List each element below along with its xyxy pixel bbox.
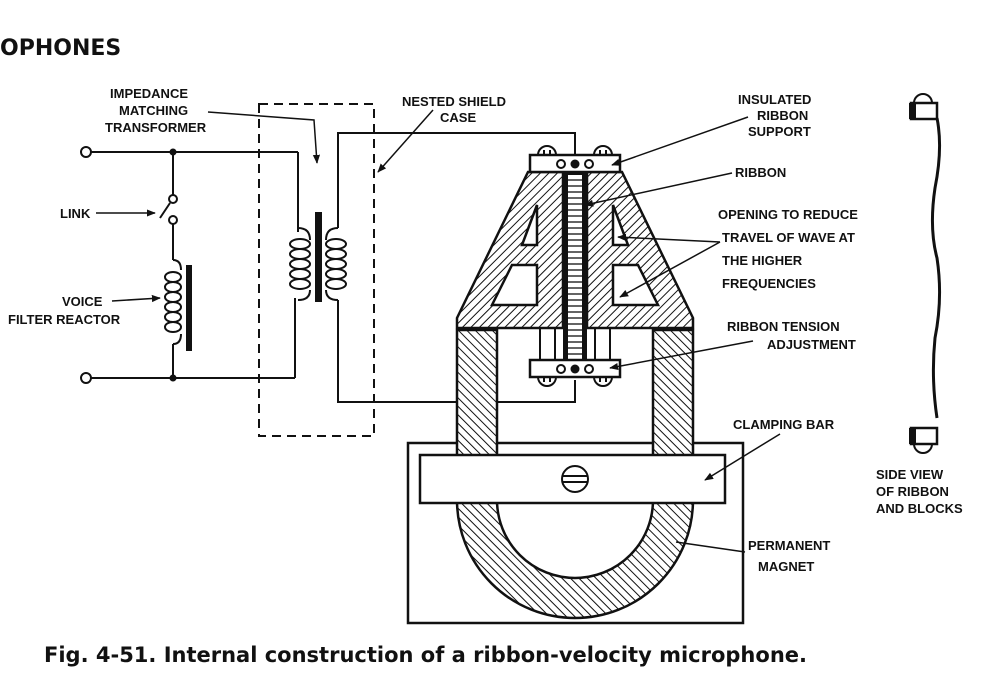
opening-label-4: FREQUENCIES bbox=[722, 276, 816, 291]
opening-label-1: OPENING TO REDUCE bbox=[718, 207, 858, 222]
clamp-screw bbox=[561, 465, 589, 493]
transformer-label-3: TRANSFORMER bbox=[105, 120, 207, 135]
voice-filter-label-2: FILTER REACTOR bbox=[8, 312, 121, 327]
clamping-bar-label: CLAMPING BAR bbox=[733, 417, 835, 432]
voice-filter-reactor-coil bbox=[164, 259, 192, 351]
side-view-ribbon bbox=[909, 93, 942, 454]
bottom-screw-right bbox=[593, 376, 613, 387]
opening-left-lower bbox=[489, 263, 539, 307]
bottom-screw-left bbox=[537, 376, 557, 387]
top-screw-left bbox=[537, 145, 557, 156]
figure-caption: Fig. 4-51. Internal construction of a ri… bbox=[44, 643, 807, 667]
side-view-label-1: SIDE VIEW bbox=[876, 467, 944, 482]
link-label: LINK bbox=[60, 206, 91, 221]
magnet-label-1: PERMANENT bbox=[748, 538, 830, 553]
insulated-support-label-1: INSULATED bbox=[738, 92, 811, 107]
shield-label-2: CASE bbox=[440, 110, 476, 125]
side-view-label-2: OF RIBBON bbox=[876, 484, 949, 499]
nested-shield-case bbox=[258, 103, 375, 437]
section-header: OPHONES bbox=[0, 36, 121, 61]
link-contact bbox=[168, 194, 178, 204]
clamping-bar bbox=[418, 453, 727, 505]
opening-label-2: TRAVEL OF WAVE AT bbox=[722, 230, 855, 245]
input-circuit: LINK VOICE FILTER REACTOR bbox=[8, 146, 299, 384]
tension-label-2: ADJUSTMENT bbox=[767, 337, 856, 352]
input-terminal-top bbox=[80, 146, 92, 158]
opening-label-3: THE HIGHER bbox=[722, 253, 803, 268]
transformer-label-1: IMPEDANCE bbox=[110, 86, 188, 101]
side-view-label-3: AND BLOCKS bbox=[876, 501, 963, 516]
impedance-matching-transformer bbox=[258, 103, 576, 437]
transformer-label-2: MATCHING bbox=[119, 103, 188, 118]
permanent-magnet bbox=[455, 328, 695, 620]
shield-label-1: NESTED SHIELD bbox=[402, 94, 506, 109]
magnet-label-2: MAGNET bbox=[758, 559, 814, 574]
link-contact bbox=[168, 215, 178, 225]
insulated-support-label-3: SUPPORT bbox=[748, 124, 811, 139]
ribbon-label: RIBBON bbox=[735, 165, 786, 180]
link-switch bbox=[159, 202, 171, 219]
voice-filter-label-1: VOICE bbox=[62, 294, 103, 309]
top-screw-right bbox=[593, 145, 613, 156]
insulated-support-label-2: RIBBON bbox=[757, 108, 808, 123]
input-terminal-bottom bbox=[80, 372, 92, 384]
ribbon-assembly bbox=[406, 145, 745, 625]
opening-left-upper bbox=[520, 204, 539, 247]
tension-label-1: RIBBON TENSION bbox=[727, 319, 840, 334]
